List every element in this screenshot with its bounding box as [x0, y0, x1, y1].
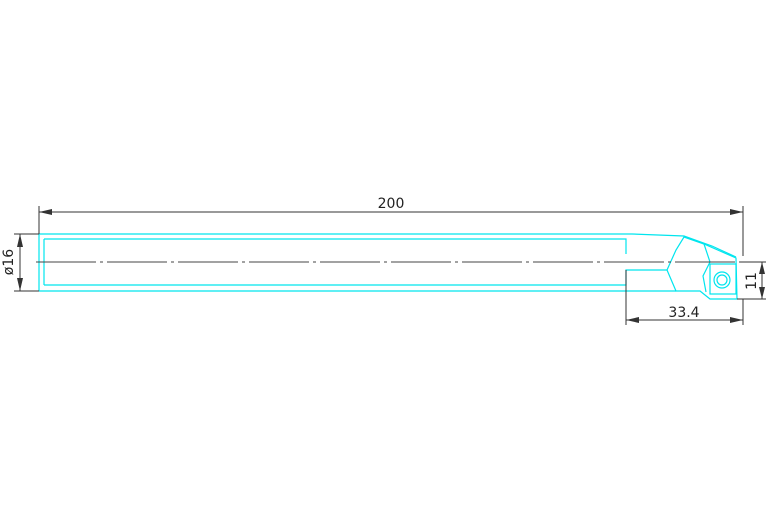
arrow-bottom — [17, 278, 23, 291]
dimension-overall-length — [38, 206, 744, 256]
tool-outline — [38, 233, 738, 300]
dimension-head-length — [625, 270, 744, 325]
arrow-left — [39, 209, 52, 215]
arrow-top — [759, 262, 765, 274]
arrow-left — [626, 317, 639, 323]
dimension-label-head-offset: 11 — [744, 272, 760, 290]
dimension-shank-diameter — [14, 233, 39, 292]
dimension-label-overall-length: 200 — [378, 196, 405, 212]
head-profile — [666, 236, 738, 300]
insert-screw-outer — [713, 271, 731, 289]
insert — [709, 263, 737, 295]
dimension-head-offset — [737, 261, 766, 300]
arrow-bottom — [759, 287, 765, 299]
insert-screw-inner — [716, 274, 728, 286]
dimension-label-head-length: 33.4 — [668, 305, 699, 321]
arrow-right — [730, 209, 743, 215]
shank-inner-bottom — [44, 269, 667, 286]
shank-outer — [39, 233, 737, 258]
shank-inner-top — [44, 238, 627, 254]
arrow-right — [730, 317, 743, 323]
dimension-label-shank-diameter: ø16 — [1, 249, 17, 275]
arrow-top — [17, 234, 23, 247]
head-detail — [702, 243, 711, 293]
